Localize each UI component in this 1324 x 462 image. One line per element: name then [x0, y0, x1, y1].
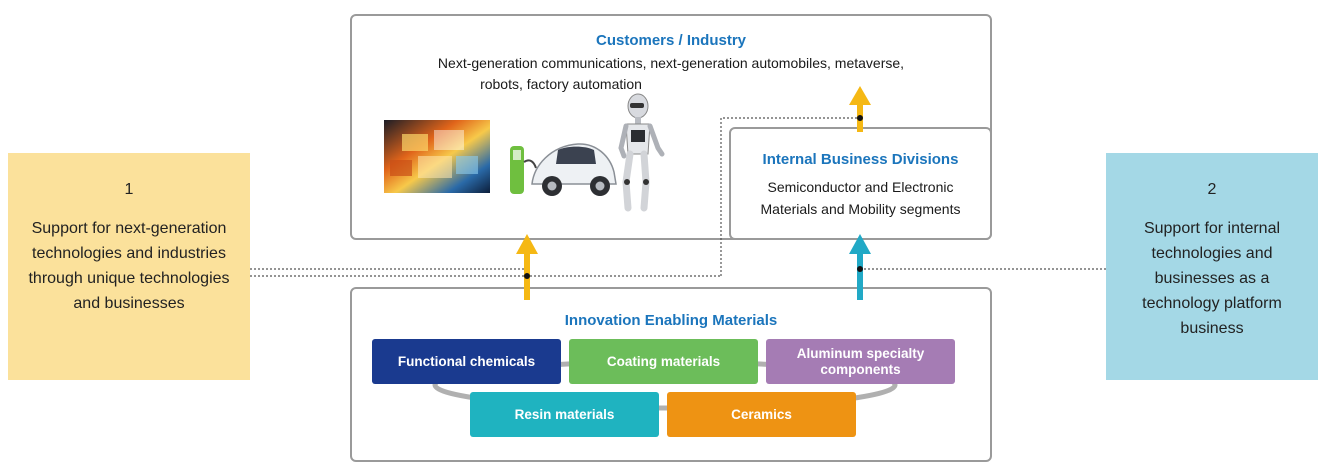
left-panel: 1 Support for next-generation technologi…: [8, 153, 250, 380]
innovation-title: Innovation Enabling Materials: [564, 312, 778, 329]
left-panel-number: 1: [124, 181, 134, 198]
right-panel: 2 Support for internal technologies and …: [1106, 153, 1318, 380]
internal-divisions-box: Internal Business Divisions Semiconducto…: [729, 127, 992, 240]
left-panel-text: Support for next-generation technologies…: [28, 220, 230, 312]
teal-arrowhead: [849, 234, 871, 254]
internal-line-1: Semiconductor and Electronic: [767, 179, 954, 195]
connectors: [250, 86, 1106, 300]
aluminum-specialty-pill: Aluminum specialty components: [766, 339, 955, 384]
customers-title: Customers / Industry: [595, 32, 747, 49]
coating-materials-pill: Coating materials: [569, 339, 758, 384]
ceramics-pill: Ceramics: [667, 392, 856, 437]
electric-car-image: [510, 143, 617, 196]
digital-display-image: [384, 120, 490, 193]
internal-title: Internal Business Divisions: [762, 151, 959, 168]
yellow-arrowhead-left: [516, 234, 538, 254]
yellow-arrowhead-right: [849, 86, 871, 105]
internal-line-2: Materials and Mobility segments: [760, 201, 961, 217]
customers-line-2: robots, factory automation: [480, 76, 642, 92]
resin-materials-pill: Resin materials: [470, 392, 659, 437]
right-panel-text: Support for internal technologies and bu…: [1142, 220, 1282, 337]
customers-line-1: Next-generation communications, next-gen…: [437, 55, 905, 71]
functional-chemicals-pill: Functional chemicals: [372, 339, 561, 384]
humanoid-robot-image: [618, 93, 665, 212]
right-panel-number: 2: [1207, 181, 1217, 198]
